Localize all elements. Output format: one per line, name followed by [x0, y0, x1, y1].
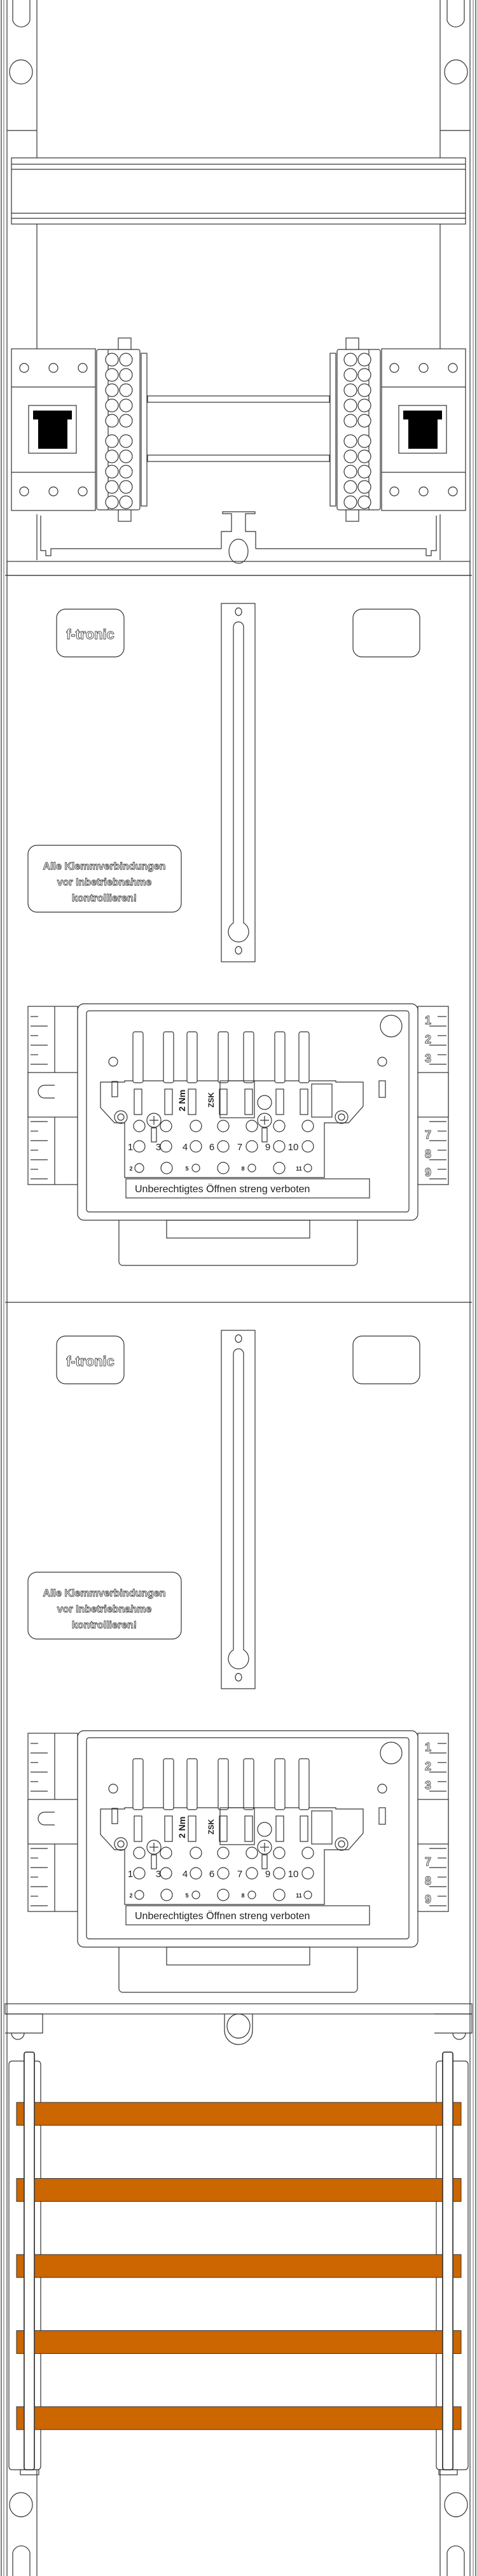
left-frame-rail [1, 0, 38, 2576]
connector-rails [147, 395, 330, 462]
scale-number: 2 [425, 1760, 431, 1773]
terminal-number: 5 [185, 1165, 188, 1172]
cable-hole-icon [228, 538, 249, 564]
busbar [16, 2178, 462, 2202]
busbar-support-fronts [24, 2052, 453, 2470]
terminal-number: 9 [265, 1142, 270, 1153]
warning-text: Alle Klemmverbindungen [43, 861, 166, 872]
mounting-slot-strip [221, 1330, 256, 1689]
screw-icon [260, 1116, 269, 1125]
scale-number: 9 [425, 1893, 431, 1906]
scale-number: 1 [425, 1741, 431, 1754]
scale-number: 7 [425, 1129, 431, 1141]
mounting-slot-strip [221, 603, 256, 962]
meter-base: 123578913467910258112 NmZSKUnberechtigte… [27, 1730, 449, 1993]
scale-number: 8 [425, 1148, 431, 1160]
screw-icon [149, 1843, 158, 1852]
screw-icon [149, 1116, 158, 1125]
mounting-hole-icon [9, 59, 33, 85]
din-rail-top [11, 157, 466, 349]
warning-text: vor Inbetriebnahme [57, 877, 152, 888]
terminal-number: 7 [237, 1142, 242, 1153]
warning-text: vor Inbetriebnahme [57, 1604, 152, 1615]
terminal-number: 5 [185, 1892, 188, 1899]
busbar [16, 2254, 462, 2278]
blank-label-box [352, 1335, 420, 1384]
notice-text: Unberechtigtes Öffnen streng verboten [135, 1183, 310, 1195]
brand-text: f-tronic [66, 626, 114, 642]
terminal-screw-slot-icon [33, 411, 72, 449]
scale-number: 9 [425, 1166, 431, 1179]
scale-number: 8 [425, 1875, 431, 1887]
cable-hole-icon [226, 2013, 251, 2039]
meter-base: 123578913467910258112 NmZSKUnberechtigte… [27, 1003, 449, 1266]
mounting-hole-icon [444, 2492, 468, 2517]
warning-text: kontrollieren! [72, 1620, 137, 1631]
notice-text: Unberechtigtes Öffnen streng verboten [135, 1910, 310, 1922]
brand-label: f-tronic [56, 1335, 125, 1384]
warning-text: kontrollieren! [72, 893, 137, 904]
busbar [16, 2406, 462, 2430]
terminal-number: 4 [183, 1142, 188, 1153]
brand-text: f-tronic [66, 1353, 114, 1369]
terminal-number: 9 [265, 1869, 270, 1880]
right-frame-rail [439, 0, 476, 2576]
torque-label: 2 Nm [177, 1817, 187, 1838]
type-label: ZSK [207, 1819, 216, 1834]
bottom-bracket [4, 2003, 473, 2045]
terminal-number: 3 [156, 1869, 161, 1880]
busbars [16, 2102, 462, 2430]
terminal-holes [105, 353, 371, 509]
scale-number: 2 [425, 1033, 431, 1046]
busbar [16, 2102, 462, 2126]
scale-number: 3 [425, 1779, 431, 1792]
scale-number: 1 [425, 1014, 431, 1027]
terminal-number: 2 [129, 1892, 132, 1899]
mounting-hole-icon [444, 59, 468, 85]
top-bracket [6, 511, 471, 576]
torque-label: 2 Nm [177, 1090, 187, 1111]
warning-label: Alle Klemmverbindungen vor Inbetriebnahme… [27, 845, 182, 913]
terminal-number: 11 [296, 1892, 302, 1899]
terminal-number: 11 [296, 1165, 302, 1172]
terminal-number: 6 [209, 1869, 214, 1880]
scale-number: 7 [425, 1855, 431, 1868]
busbar [16, 2330, 462, 2354]
brand-label: f-tronic [56, 609, 125, 658]
terminal-screw-slot-icon [403, 411, 442, 449]
type-label: ZSK [207, 1092, 216, 1108]
terminal-number: 1 [128, 1142, 133, 1153]
scale-number: 3 [425, 1052, 431, 1065]
terminal-number: 1 [128, 1869, 133, 1880]
terminal-number: 4 [183, 1869, 188, 1880]
mounting-hole-icon [9, 2492, 33, 2517]
screw-icon [260, 1843, 269, 1852]
warning-label: Alle Klemmverbindungen vor Inbetriebnahme… [27, 1572, 182, 1640]
warning-text: Alle Klemmverbindungen [43, 1588, 166, 1599]
blank-label-box [352, 609, 420, 658]
terminal-number: 7 [237, 1869, 242, 1880]
terminal-number: 2 [129, 1165, 132, 1172]
terminal-number: 10 [288, 1869, 299, 1880]
terminal-number: 3 [156, 1142, 161, 1153]
terminal-number: 8 [241, 1892, 244, 1899]
terminal-number: 8 [241, 1165, 244, 1172]
terminal-number: 10 [288, 1142, 299, 1153]
terminal-number: 6 [209, 1142, 214, 1153]
